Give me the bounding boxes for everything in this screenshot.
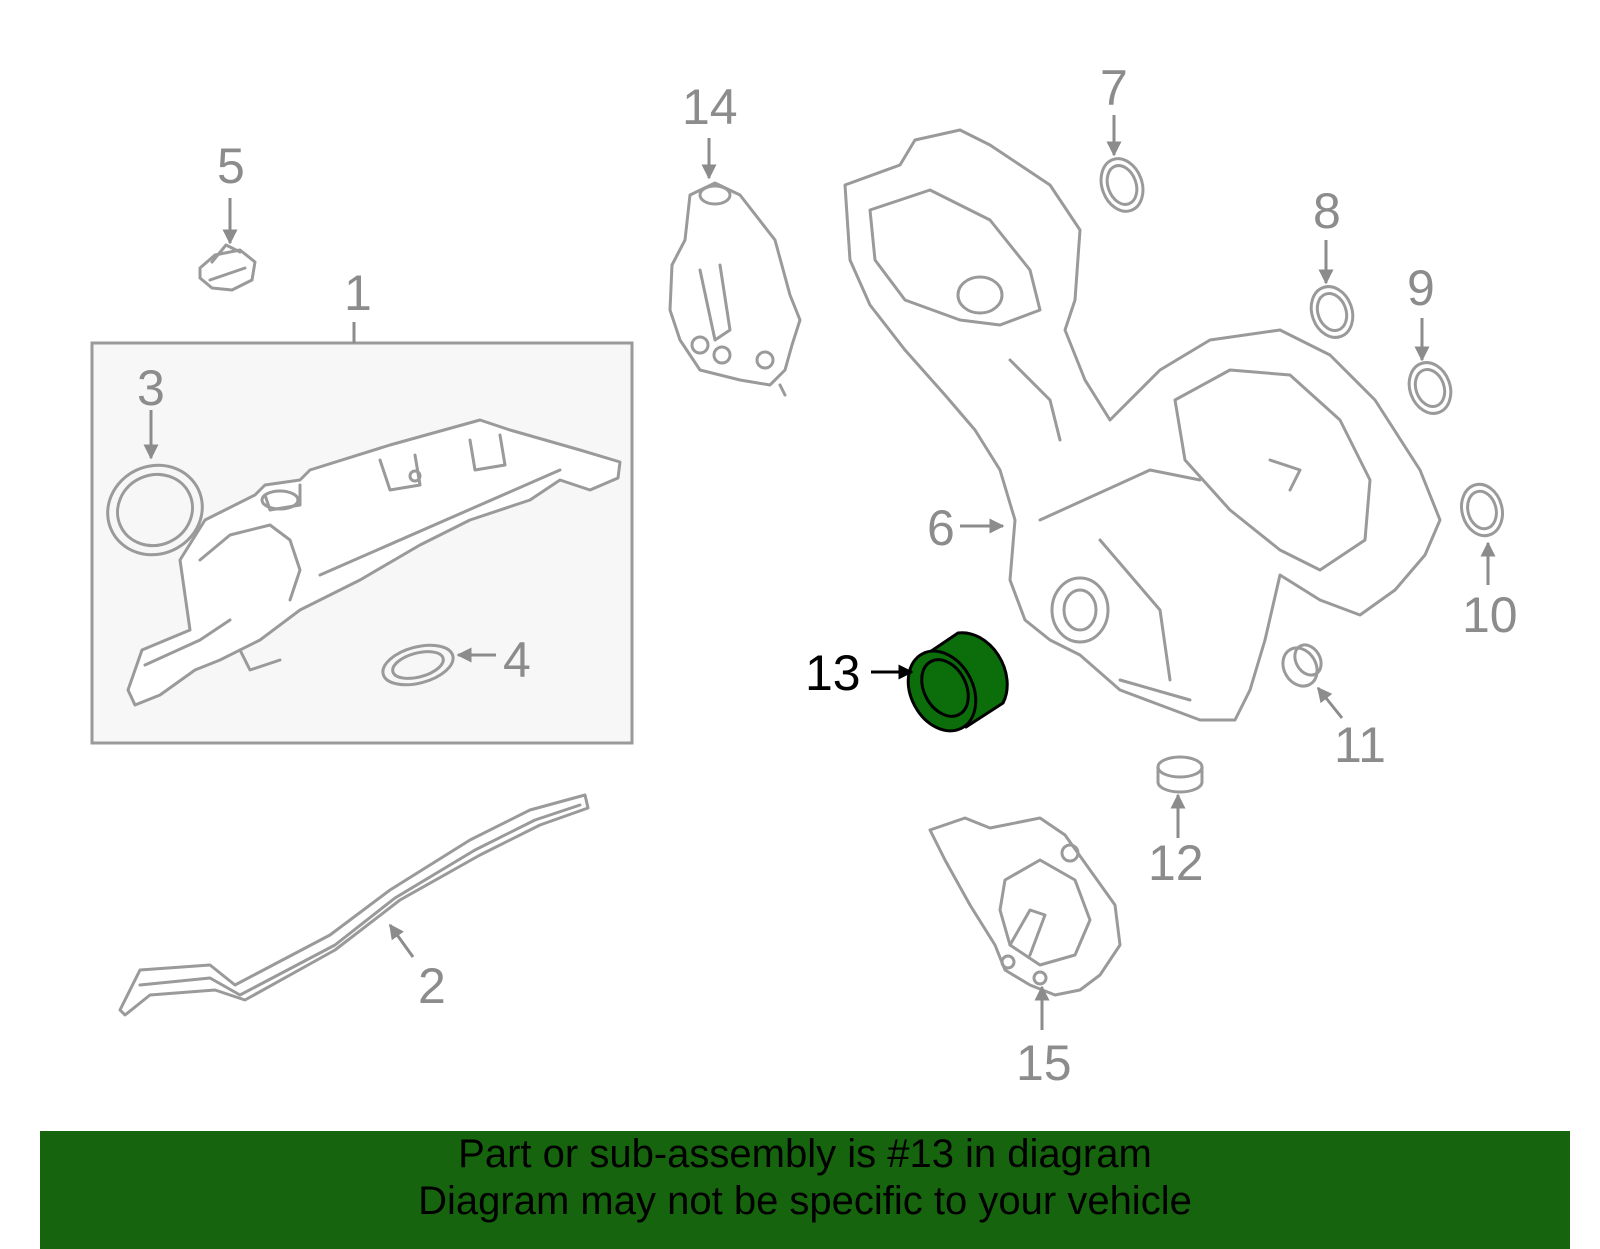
part-8-o-ring xyxy=(1309,285,1355,339)
part-3-seal-ring xyxy=(106,463,204,557)
parts-diagram: 1 2 3 4 5 6 7 8 9 10 11 12 13 14 15 xyxy=(90,60,1518,1091)
callout-10: 10 xyxy=(1462,587,1518,643)
part-7-o-ring xyxy=(1099,157,1145,213)
caption-line-2: Diagram may not be specific to your vehi… xyxy=(418,1179,1192,1223)
callout-4: 4 xyxy=(503,632,531,688)
part-12-bushing xyxy=(1156,755,1204,794)
callout-13[interactable]: 13 xyxy=(805,645,861,701)
callout-7: 7 xyxy=(1100,60,1128,116)
part-13-crankshaft-seal[interactable] xyxy=(895,631,1009,743)
part-2-gasket xyxy=(118,793,590,1017)
valve-cover xyxy=(126,418,622,707)
callout-9: 9 xyxy=(1407,260,1435,316)
callout-5: 5 xyxy=(217,138,245,194)
callout-1: 1 xyxy=(344,265,372,321)
part-15-front-cover xyxy=(928,816,1122,997)
callout-2: 2 xyxy=(418,958,446,1014)
callout-14: 14 xyxy=(682,79,738,135)
caption-line-1: Part or sub-assembly is #13 in diagram xyxy=(458,1132,1152,1176)
part-10-o-ring xyxy=(1460,482,1504,538)
part-4-gasket xyxy=(381,643,455,687)
part-14-water-pump-cover xyxy=(668,181,802,397)
part-6-timing-cover xyxy=(843,128,1442,722)
callout-12: 12 xyxy=(1148,835,1204,891)
callout-6: 6 xyxy=(927,500,955,556)
callout-3: 3 xyxy=(137,360,165,416)
callout-11: 11 xyxy=(1334,717,1386,773)
part-9-o-ring xyxy=(1407,361,1453,415)
part-11-sleeve xyxy=(1281,643,1323,688)
callout-8: 8 xyxy=(1313,183,1341,239)
part-5-oil-cap xyxy=(198,243,257,292)
caption-banner: Part or sub-assembly is #13 in diagram D… xyxy=(40,1131,1570,1249)
callout-15: 15 xyxy=(1016,1035,1072,1091)
